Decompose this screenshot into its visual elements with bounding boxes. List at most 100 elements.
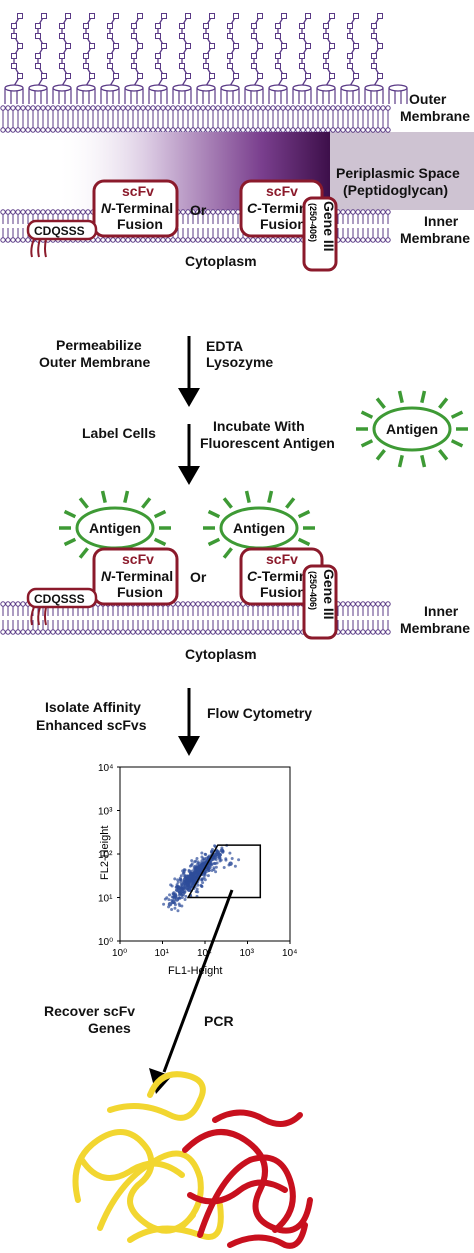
sugar-unit (347, 63, 353, 69)
lipid-head (110, 105, 116, 111)
data-point-density (194, 890, 198, 894)
lipid-head (15, 237, 21, 243)
lipid-head (270, 105, 276, 111)
lipid-head (305, 105, 311, 111)
lipid-head (180, 629, 186, 635)
lipid-head (185, 237, 191, 243)
sugar-unit (377, 73, 383, 79)
lipid-head (225, 209, 231, 215)
sugar-unit (41, 43, 47, 49)
lipid-head (295, 237, 301, 243)
data-point-density (175, 883, 179, 887)
data-point-density (188, 879, 192, 883)
lipid-head (350, 237, 356, 243)
n-fusion-line-2: N-Terminal (101, 200, 173, 216)
sugar-unit (251, 53, 257, 59)
c-terminal-fusion: scFv C-Terminal Fusion Gene III (250-406… (239, 179, 338, 272)
lipid-head (370, 237, 376, 243)
lipid-head (190, 629, 196, 635)
lipid-head (350, 601, 356, 607)
lipid-head (225, 105, 231, 111)
lipid-head (295, 629, 301, 635)
lipid-head (360, 237, 366, 243)
lipid-head (45, 629, 51, 635)
gene3-range: (250-406) (308, 203, 318, 242)
lipid-head (195, 105, 201, 111)
lipid-head (350, 209, 356, 215)
lipid-head (130, 629, 136, 635)
lipid-head (225, 629, 231, 635)
lipid-head (355, 105, 361, 111)
sugar-unit (83, 23, 89, 29)
lipid-head (260, 105, 266, 111)
fluorescence-ray (438, 397, 449, 409)
lipid-head (145, 629, 151, 635)
lipid-head (5, 209, 11, 215)
lps-lipid (4, 88, 24, 104)
lipid-head (180, 601, 186, 607)
lipid-head (125, 237, 131, 243)
y-tick-label: 10² (98, 850, 113, 861)
lipid-head (200, 601, 206, 607)
lipid-head (60, 209, 66, 215)
lipid-head (30, 209, 36, 215)
data-point-density (188, 885, 192, 889)
sugar-unit (257, 43, 263, 49)
data-point-density (233, 864, 237, 868)
sugar-unit (299, 53, 305, 59)
heavy-chain-ribbon (72, 1071, 224, 1243)
data-point-density (195, 866, 199, 870)
lipid-head (230, 105, 236, 111)
lipid-head (220, 237, 226, 243)
sugar-unit (305, 73, 311, 79)
fluorescence-ray (153, 537, 167, 547)
c-fusion-word: Fusion (260, 216, 306, 232)
lps-core (220, 84, 240, 92)
lps-lipid (268, 88, 288, 104)
scatter-points (162, 843, 241, 913)
data-point-density (178, 876, 182, 880)
lps-lipid (244, 88, 264, 104)
lps-lipid (100, 88, 120, 104)
lipid-head (100, 105, 106, 111)
heavy-strand-3 (107, 1071, 206, 1121)
lipid-head (235, 105, 241, 111)
lipid-head (255, 127, 261, 133)
y-tick-label: 10⁰ (98, 937, 113, 948)
n-fusion-word: Fusion (117, 584, 163, 600)
data-point-density (172, 895, 176, 899)
lipid-head (225, 237, 231, 243)
step2-left: Label Cells (82, 425, 156, 441)
lipid-head (370, 629, 376, 635)
sugar-unit (179, 33, 185, 39)
lipid-head (375, 127, 381, 133)
lipid-head (235, 601, 241, 607)
data-point-density (174, 894, 178, 898)
lipid-head (100, 237, 106, 243)
outer-membrane-label-2: Membrane (400, 108, 470, 124)
data-point-density (182, 868, 186, 872)
lipid-head (105, 237, 111, 243)
lipid-head (75, 127, 81, 133)
data-point-density (189, 863, 193, 867)
data-point-density (186, 885, 190, 889)
lps-core (148, 84, 168, 92)
lipid-head (90, 105, 96, 111)
lipid-head (340, 629, 346, 635)
lipid-head (165, 127, 171, 133)
sugar-unit (11, 63, 17, 69)
lipid-head (120, 237, 126, 243)
lipid-head (120, 127, 126, 133)
sugar-unit (35, 33, 41, 39)
lipid-head (30, 629, 36, 635)
gate-region (186, 844, 262, 899)
data-point-density (186, 874, 190, 878)
lipid-head (195, 127, 201, 133)
lipid-anchor (30, 238, 47, 258)
lipid-head (55, 209, 61, 215)
x-tick-label: 10¹ (155, 948, 170, 959)
sugar-unit (371, 33, 377, 39)
data-point-density (228, 851, 232, 855)
lipid-head (0, 105, 6, 111)
data-point-density (178, 892, 182, 896)
